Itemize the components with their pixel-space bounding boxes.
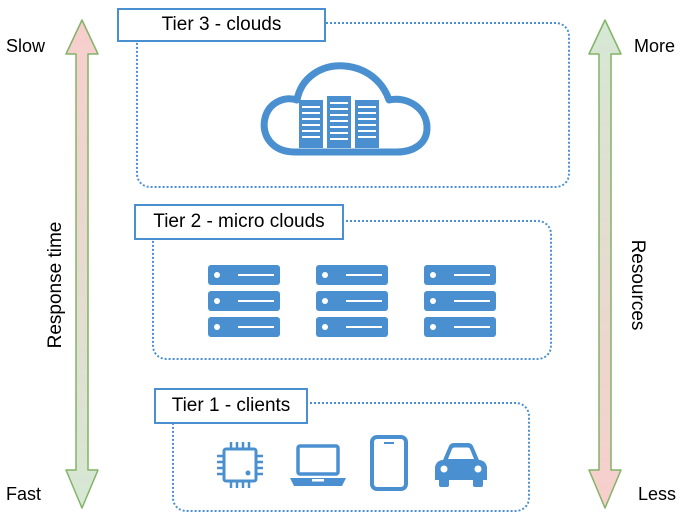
server-rack-icon (424, 265, 496, 337)
right-double-arrow (588, 19, 622, 509)
car-icon (435, 443, 487, 487)
right-axis-bottom-label: Less (638, 484, 677, 504)
left-axis-bottom-label: Fast (6, 484, 42, 504)
left-double-arrow (65, 19, 99, 509)
right-axis-top-label: More (634, 36, 676, 56)
left-axis-top-label: Slow (6, 36, 46, 56)
tier2-label: Tier 2 - micro clouds (134, 204, 344, 240)
server-rack-icon (316, 265, 388, 337)
laptop-icon (290, 444, 346, 486)
tier1-container (172, 402, 530, 512)
right-axis-title: Resources (627, 239, 648, 331)
tier3-container (136, 22, 570, 188)
tier2-container (152, 220, 552, 360)
tier1-label: Tier 1 - clients (154, 388, 308, 424)
tablet-icon (370, 435, 408, 491)
left-axis-title: Response time (45, 221, 66, 349)
server-rack-icon (208, 265, 280, 337)
chip-icon (217, 442, 263, 488)
tier3-label: Tier 3 - clouds (117, 8, 326, 42)
cloud-datacenter-icon (260, 62, 431, 156)
